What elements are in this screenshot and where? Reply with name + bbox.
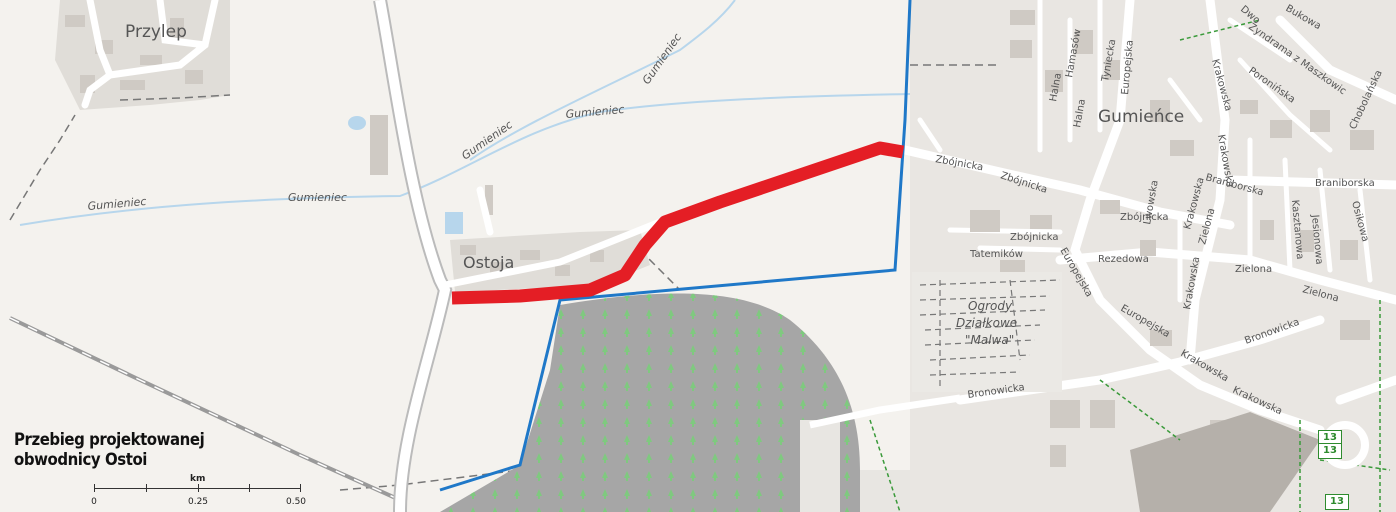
scale-tick xyxy=(300,484,301,492)
route-shield-13: 13 xyxy=(1318,443,1342,459)
map-title: Przebieg projektowanej obwodnicy Ostoi xyxy=(14,430,230,470)
gumieniec-stream xyxy=(19,0,911,226)
forest-trees xyxy=(440,293,860,512)
scale-tick xyxy=(198,484,199,492)
route-shield-13: 13 xyxy=(1325,494,1349,510)
cemetery-plots xyxy=(800,420,910,512)
water-label-gumieniec: Gumieniec xyxy=(288,191,347,204)
pond xyxy=(445,212,463,234)
water-label-gumieniec: Gumieniec xyxy=(87,195,147,213)
scale-tick-label: 0.25 xyxy=(187,497,209,507)
map-title-line2: obwodnicy Ostoi xyxy=(14,450,147,470)
boundary-line xyxy=(439,0,912,492)
pond xyxy=(348,116,366,130)
street-label-zielona: Zielona xyxy=(1235,264,1272,275)
scale-unit: km xyxy=(190,474,206,484)
place-label-dzialkowe: Działkowe xyxy=(956,316,1017,330)
scale-bar: km 0 0.25 0.50 xyxy=(90,474,310,510)
street-label-europejska: Europejska xyxy=(1120,40,1136,96)
industrial-building xyxy=(1130,412,1320,512)
map-title-line1: Przebieg projektowanej xyxy=(14,430,205,450)
scale-line xyxy=(94,488,300,489)
scale-tick xyxy=(146,484,147,492)
water-label-gumieniec: Gumieniec xyxy=(565,103,625,121)
place-label-ostoja: Ostoja xyxy=(463,253,514,272)
street-label-tatemikow: Tatemików xyxy=(969,248,1023,260)
place-label-przylep: Przylep xyxy=(125,22,187,42)
street-label-zbojnicka: Zbójnicka xyxy=(1120,211,1168,223)
city-buildings xyxy=(970,10,1374,467)
place-label-ogrody: Ogrody xyxy=(968,299,1013,313)
street-label-zbojnicka: Zbójnicka xyxy=(1010,231,1058,243)
street-label-kasztanowa: Kasztanowa xyxy=(1289,199,1305,260)
street-label-rezedowa: Rezedowa xyxy=(1098,254,1149,265)
scale-tick xyxy=(94,484,95,492)
ostoja-buildings xyxy=(370,115,604,276)
scale-tick-label: 0.50 xyxy=(285,497,307,507)
green-footpaths xyxy=(869,19,1391,512)
city-major-roads xyxy=(900,0,1396,435)
planned-bypass-route xyxy=(451,141,905,305)
przylep-streets xyxy=(81,0,219,109)
railway xyxy=(9,316,401,502)
street-label-halna: Halna xyxy=(1048,72,1064,102)
place-label-gumience: Gumieńce xyxy=(1098,107,1184,127)
paths xyxy=(9,64,1000,491)
allotment-gardens xyxy=(912,272,1062,392)
main-road xyxy=(375,0,451,512)
scale-tick-label: 0 xyxy=(91,497,97,507)
allotment-paths xyxy=(919,279,1061,390)
scale-tick xyxy=(249,484,250,492)
street-label-braniborska: Braniborska xyxy=(1315,178,1375,189)
bronowicka-road xyxy=(809,394,961,429)
street-label-halna: Halna xyxy=(1072,98,1088,128)
place-label-malwa: "Malwa" xyxy=(965,333,1014,347)
city-minor-roads xyxy=(917,0,1373,303)
ostoja-streets xyxy=(441,186,674,289)
street-label-jesionowa: Jesionowa xyxy=(1309,213,1324,265)
